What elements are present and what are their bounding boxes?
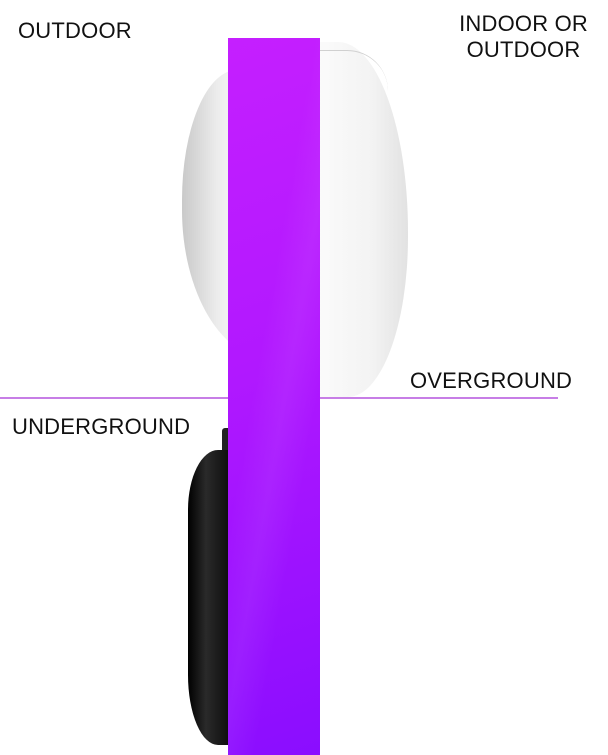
label-indoor-or-outdoor: INDOOR OR OUTDOOR <box>459 11 588 63</box>
purple-divider-bar <box>228 38 320 755</box>
label-underground: UNDERGROUND <box>12 414 190 440</box>
label-outdoor: OUTDOOR <box>18 18 132 44</box>
label-indoor-line1: INDOOR OR <box>459 11 588 37</box>
bar-sheen <box>228 38 320 755</box>
label-overground: OVERGROUND <box>410 368 572 394</box>
indoor-outdoor-shell-white-right <box>318 42 408 397</box>
label-indoor-line2: OUTDOOR <box>459 37 588 63</box>
